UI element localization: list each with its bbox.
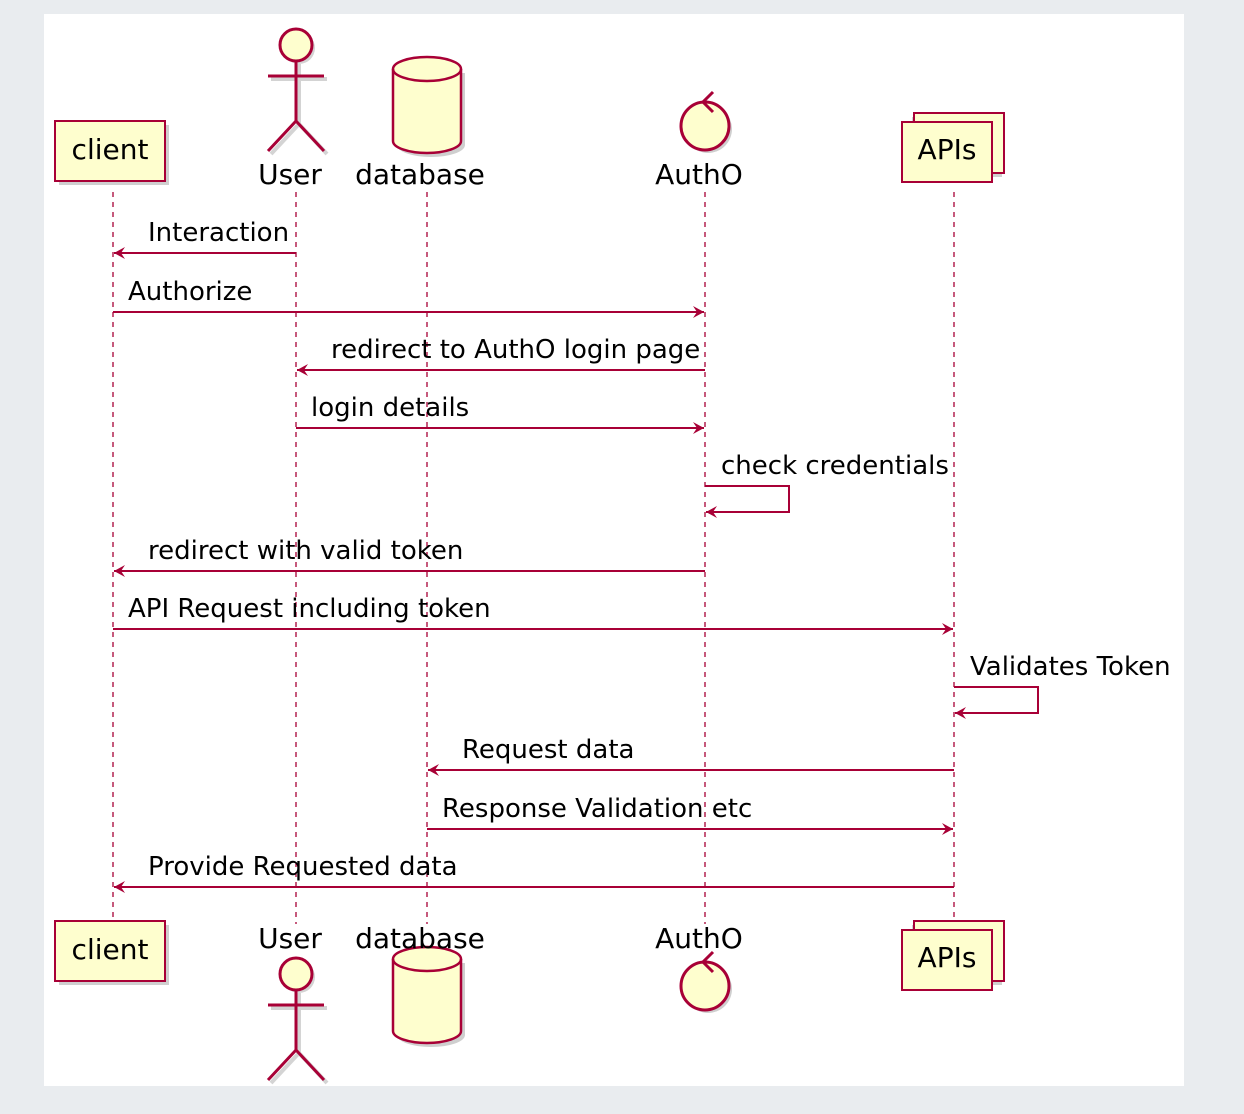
participant-label: database	[355, 158, 485, 191]
message-11: Provide Requested data	[114, 852, 954, 893]
participant-apis-bottom: APIs	[901, 920, 1005, 991]
participant-auth0-bottom: AuthO	[655, 922, 743, 1013]
participant-database-bottom: database	[355, 922, 485, 1047]
database-rim	[391, 68, 463, 83]
participant-label: AuthO	[655, 158, 743, 191]
participant-label: client	[72, 933, 149, 966]
participant-label: APIs	[918, 941, 977, 974]
participant-box	[54, 920, 166, 982]
message-8: Validates Token	[954, 652, 1171, 719]
message-label: Provide Requested data	[148, 852, 458, 882]
message-5: check credentials	[705, 451, 949, 518]
participant-label: APIs	[918, 133, 977, 166]
database-rim	[391, 958, 463, 973]
actor-shadow-body	[269, 64, 329, 156]
actor-body	[266, 990, 326, 1082]
participant-user-top: User	[258, 27, 329, 191]
actor-head	[278, 956, 314, 992]
message-label: Authorize	[128, 277, 252, 307]
participant-apis-top: APIs	[901, 112, 1005, 183]
actor-head	[278, 27, 314, 63]
control-arrow	[700, 90, 715, 114]
message-1: Interaction	[114, 218, 296, 259]
participant-box	[901, 121, 993, 183]
message-9: Request data	[428, 735, 954, 776]
message-3: redirect to AuthO login page	[297, 335, 705, 376]
actor-body	[266, 61, 326, 153]
message-label: redirect with valid token	[148, 536, 463, 566]
message-label: login details	[311, 393, 469, 423]
message-6: redirect with valid token	[114, 536, 705, 577]
message-label: Response Validation etc	[442, 794, 752, 824]
sequence-diagram-svg: clientclientUserUserdatabasedatabaseAuth…	[54, 27, 1171, 1085]
message-10: Response Validation etc	[427, 794, 953, 835]
message-label: API Request including token	[128, 594, 491, 624]
control-arrow	[700, 950, 715, 974]
participant-database-top: database	[355, 55, 485, 191]
message-label: Request data	[462, 735, 634, 765]
participant-user-bottom: User	[258, 922, 329, 1085]
database-body	[391, 945, 463, 1045]
participant-label: AuthO	[655, 922, 743, 955]
participant-client-top: client	[54, 120, 169, 185]
message-label: redirect to AuthO login page	[331, 335, 700, 365]
participant-auth0-top: AuthO	[655, 90, 743, 191]
participant-box	[901, 929, 993, 991]
message-7: API Request including token	[113, 594, 953, 635]
participant-label: database	[355, 922, 485, 955]
participant-client-bottom: client	[54, 920, 169, 985]
control-circle	[679, 960, 731, 1012]
message-label: Interaction	[148, 218, 289, 248]
database-body	[391, 55, 463, 155]
message-label: Validates Token	[970, 652, 1171, 682]
participant-box	[54, 120, 166, 182]
participant-label: User	[258, 922, 322, 955]
self-message-arrow	[954, 686, 1039, 719]
message-label: check credentials	[721, 451, 949, 481]
message-2: Authorize	[113, 277, 704, 318]
control-circle	[679, 100, 731, 152]
participant-label: client	[72, 133, 149, 166]
self-message-arrow	[705, 485, 790, 518]
actor-shadow-body	[269, 993, 329, 1085]
participant-label: User	[258, 158, 322, 191]
message-4: login details	[296, 393, 704, 434]
